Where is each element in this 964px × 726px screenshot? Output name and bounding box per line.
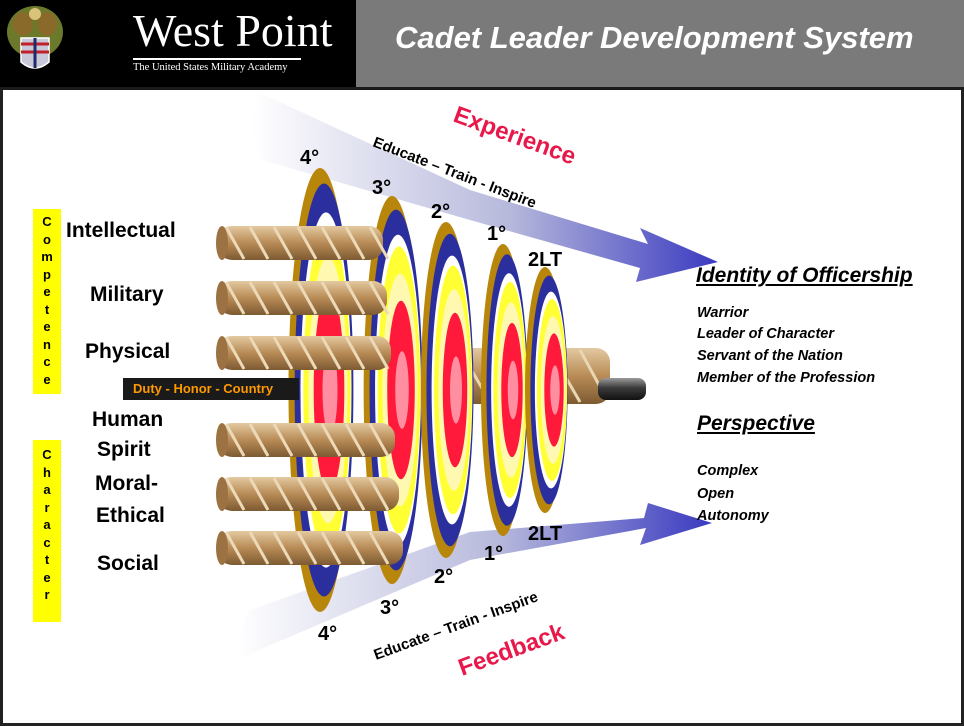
class-bottom-2: 2° <box>434 566 453 588</box>
label-human-spirit-2: Spirit <box>97 438 151 461</box>
class-top-4: 4° <box>300 147 319 169</box>
competence-strip-letter: n <box>43 336 51 352</box>
character-strip-letter: c <box>43 534 51 550</box>
rope-strand <box>216 281 390 315</box>
competence-strip-letter: e <box>43 284 51 299</box>
experience-label: Experience <box>450 101 580 170</box>
competence-strands <box>216 226 403 565</box>
target-2nd-class <box>420 222 474 558</box>
class-top-2lt: 2LT <box>528 249 562 271</box>
axle-right <box>598 378 646 400</box>
class-bottom-3: 3° <box>380 597 399 619</box>
identity-heading: Identity of Officership <box>696 264 913 287</box>
academy-crest-icon <box>7 6 63 69</box>
duty-sep-2: - <box>211 381 224 396</box>
label-physical: Physical <box>85 340 171 363</box>
perspective-item-autonomy: Autonomy <box>697 508 769 524</box>
duty-honor-country-label: Duty - Honor - Country <box>133 381 273 396</box>
competence-strip-letter: e <box>43 371 51 387</box>
character-strip-letter: r <box>44 499 50 515</box>
class-bottom-4: 4° <box>318 623 337 645</box>
identity-item-leader: Leader of Character <box>697 326 834 342</box>
competence-strip-letter: C <box>42 214 52 229</box>
competence-strip-letter: e <box>43 319 51 334</box>
identity-item-warrior: Warrior <box>697 305 749 321</box>
header-title-panel <box>356 0 964 87</box>
target-2lt <box>525 267 568 513</box>
character-strip-letter: t <box>44 552 50 567</box>
honor-text: Honor <box>173 381 212 396</box>
character-strip-letter: a <box>43 482 51 497</box>
target-1st-class <box>480 244 528 536</box>
rope-strand <box>216 226 390 260</box>
competence-strip-letter: t <box>44 301 50 317</box>
logo-subtitle: The United States Military Academy <box>133 62 288 73</box>
class-top-3: 3° <box>372 177 391 199</box>
rope-strand <box>216 477 399 511</box>
label-intellectual: Intellectual <box>66 219 176 242</box>
competence-strip-letter: o <box>43 231 51 247</box>
class-top-1: 1° <box>487 223 506 245</box>
class-top-2: 2° <box>431 201 450 223</box>
country-text: Country <box>223 381 274 396</box>
competence-strip-letter: m <box>41 249 53 264</box>
duty-honor-country-bar <box>123 378 299 400</box>
logo-title: West Point <box>133 5 333 56</box>
character-strip-letter: e <box>43 569 51 585</box>
label-military: Military <box>90 283 164 306</box>
class-bottom-1: 1° <box>484 543 503 565</box>
label-moral-2: Ethical <box>96 504 165 527</box>
feedback-arrow <box>237 503 713 658</box>
duty-text: Duty <box>133 381 162 396</box>
identity-item-servant: Servant of the Nation <box>697 348 843 364</box>
label-human-spirit-1: Human <box>92 408 164 431</box>
frame-left-border <box>0 90 3 726</box>
frame-bottom-border <box>0 723 964 726</box>
competence-strip-letter: p <box>43 266 51 282</box>
header-divider <box>0 87 964 90</box>
perspective-item-complex: Complex <box>697 463 759 479</box>
rope-strand <box>216 531 403 565</box>
identity-item-member: Member of the Profession <box>697 370 876 386</box>
duty-sep-1: - <box>161 381 174 396</box>
class-bottom-2lt: 2LT <box>528 523 562 545</box>
logo-underline <box>133 58 301 60</box>
label-social: Social <box>97 552 159 575</box>
experience-arrow <box>252 92 718 282</box>
character-strip-letter: a <box>43 517 51 532</box>
perspective-heading: Perspective <box>697 412 815 435</box>
character-strip-letter: h <box>43 464 51 480</box>
perspective-item-open: Open <box>697 486 735 502</box>
character-strip-letter: C <box>42 447 52 462</box>
rope-strand <box>216 423 395 457</box>
slide-title: Cadet Leader Development System <box>395 20 914 55</box>
character-strip-letter: r <box>44 587 50 602</box>
rope-strand <box>216 336 391 370</box>
competence-strip-letter: c <box>43 354 51 369</box>
label-moral-1: Moral- <box>95 472 158 495</box>
frame-right-border <box>961 90 964 726</box>
leader-development-diagram: 4° 3° 2° 1° 2LT 2LT 1° 2° 3° 4° Experien… <box>216 92 718 682</box>
